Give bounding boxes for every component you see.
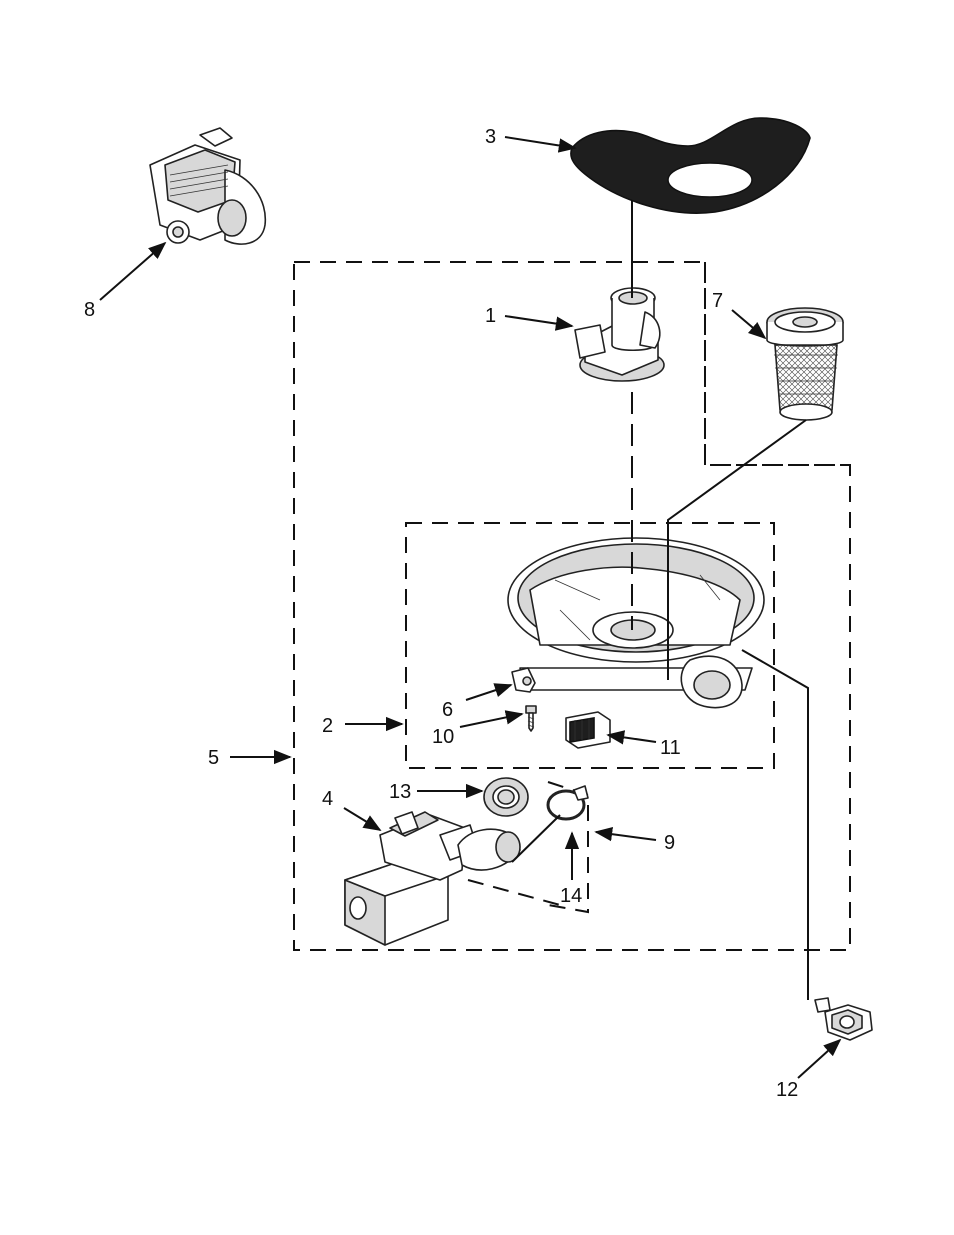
callout-7: 7: [712, 290, 723, 312]
arrow-9: [596, 832, 656, 840]
callout-8: 8: [84, 299, 95, 321]
circulation-pump-part: [345, 812, 520, 945]
callout-12: 12: [776, 1079, 798, 1101]
callout-2: 2: [322, 715, 333, 737]
hose-clamp-part: [548, 786, 588, 819]
sump-housing-part: [508, 538, 764, 708]
arrow-1: [505, 316, 572, 326]
arrow-3: [505, 137, 575, 148]
screw-part: [526, 706, 536, 731]
connector-clamp-to-pump: [512, 815, 560, 862]
arrow-8: [100, 243, 165, 300]
callout-13: 13: [389, 781, 411, 803]
callout-14: 14: [560, 885, 582, 907]
callout-9: 9: [664, 832, 675, 854]
callout-6: 6: [442, 699, 453, 721]
callout-10: 10: [432, 726, 454, 748]
arrow-11: [608, 735, 656, 742]
callout-5: 5: [208, 747, 219, 769]
drain-pump-part: [150, 128, 265, 244]
arrow-6: [466, 685, 511, 700]
pump-hose-dash: [468, 880, 560, 905]
filter-basket-part: [767, 308, 843, 420]
callout-3: 3: [485, 126, 496, 148]
seal-ring-part: [484, 778, 528, 816]
callout-1: 1: [485, 305, 496, 327]
arrow-7: [732, 310, 765, 338]
callout-4: 4: [322, 788, 333, 810]
arrow-4: [344, 808, 380, 830]
fitting-part: [815, 998, 872, 1040]
arrow-12: [798, 1040, 840, 1078]
arrow-10: [460, 714, 522, 727]
filter-shield-part: [571, 118, 810, 213]
sensor-part: [566, 712, 610, 748]
diverter-assembly-part: [575, 288, 664, 381]
callout-11: 11: [660, 737, 681, 759]
